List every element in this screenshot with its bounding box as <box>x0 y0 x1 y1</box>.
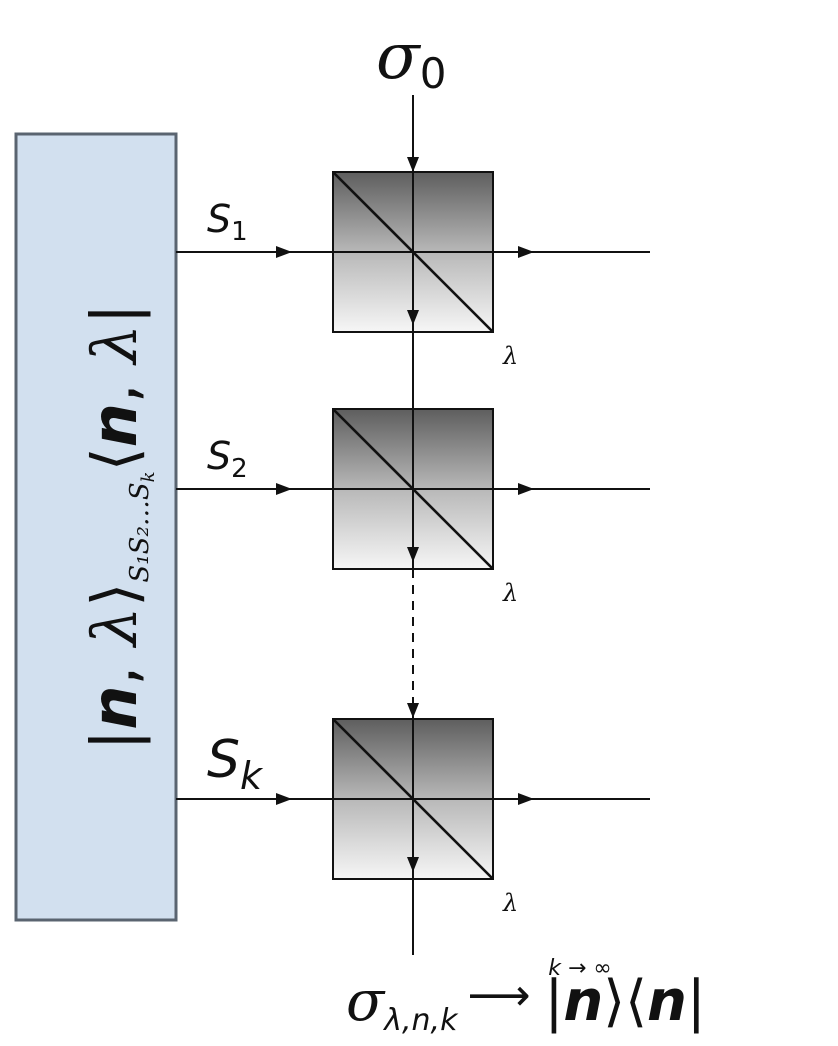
down-arrow <box>407 547 419 562</box>
stage-lambda: λ <box>502 889 518 917</box>
output-bar-right: | <box>687 969 706 1034</box>
output-sigma: σ <box>346 969 386 1034</box>
state-lambda: λ <box>78 607 151 649</box>
stage-label-main: S <box>207 197 231 241</box>
input-label: σ0 <box>376 20 446 98</box>
output-bar-left: | <box>545 969 564 1034</box>
stage-label-main: S <box>207 434 231 478</box>
state-bar-left: | <box>78 730 152 751</box>
stage-label-sub: 1 <box>231 217 248 247</box>
stage-1: S1 λ <box>176 171 650 370</box>
state-subscript-k: k <box>138 471 159 482</box>
output-ket-close: ⟩ <box>603 969 625 1034</box>
output-arrow <box>518 793 534 805</box>
beam-top-arrow <box>407 157 419 172</box>
output-limit: k → ∞ <box>548 956 612 981</box>
beam-dashed-arrow <box>407 703 419 718</box>
stage-label-sub: k <box>240 754 264 798</box>
down-arrow <box>407 857 419 872</box>
stage-label: Sk <box>207 730 264 798</box>
state-ket-close: ⟩ <box>78 583 151 607</box>
stage-2: S2 λ <box>176 408 650 607</box>
state-sep-2: , <box>78 364 151 403</box>
input-arrow <box>276 483 292 495</box>
input-sigma: σ <box>376 20 422 94</box>
down-arrow <box>407 310 419 325</box>
stage-label-main: S <box>207 730 240 790</box>
output-sigma-sub: λ,n,k <box>382 1003 459 1038</box>
output-bra-open: ⟨ <box>625 969 647 1034</box>
state-panel-text: |n, λ⟩S₁S₂…Sk⟨n, λ| <box>78 303 159 750</box>
state-lambda-2: λ <box>78 324 151 366</box>
output-formula: σλ,n,k⟶|n⟩⟨n| <box>346 969 706 1038</box>
stage-label: S1 <box>207 197 248 247</box>
stage-label: S2 <box>207 434 248 484</box>
state-n-2: n <box>78 403 151 447</box>
state-bar-right: | <box>78 303 152 324</box>
input-sub: 0 <box>420 49 447 98</box>
output-arrow <box>518 483 534 495</box>
stage-label-sub: 2 <box>231 454 248 484</box>
state-n: n <box>78 686 151 730</box>
stage-lambda: λ <box>502 342 518 370</box>
stage-3: Sk λ <box>176 718 650 917</box>
output-arrow <box>518 246 534 258</box>
state-sep: , <box>78 646 151 685</box>
state-subscript: S₁S₂…S <box>125 482 155 582</box>
state-panel <box>14 132 178 922</box>
output-ket-n: n <box>563 969 603 1034</box>
input-arrow <box>276 246 292 258</box>
output-arrow: ⟶ <box>467 970 530 1021</box>
input-arrow <box>276 793 292 805</box>
output-bra-n: n <box>647 969 687 1034</box>
state-bra-open: ⟨ <box>78 447 151 471</box>
stage-lambda: λ <box>502 579 518 607</box>
